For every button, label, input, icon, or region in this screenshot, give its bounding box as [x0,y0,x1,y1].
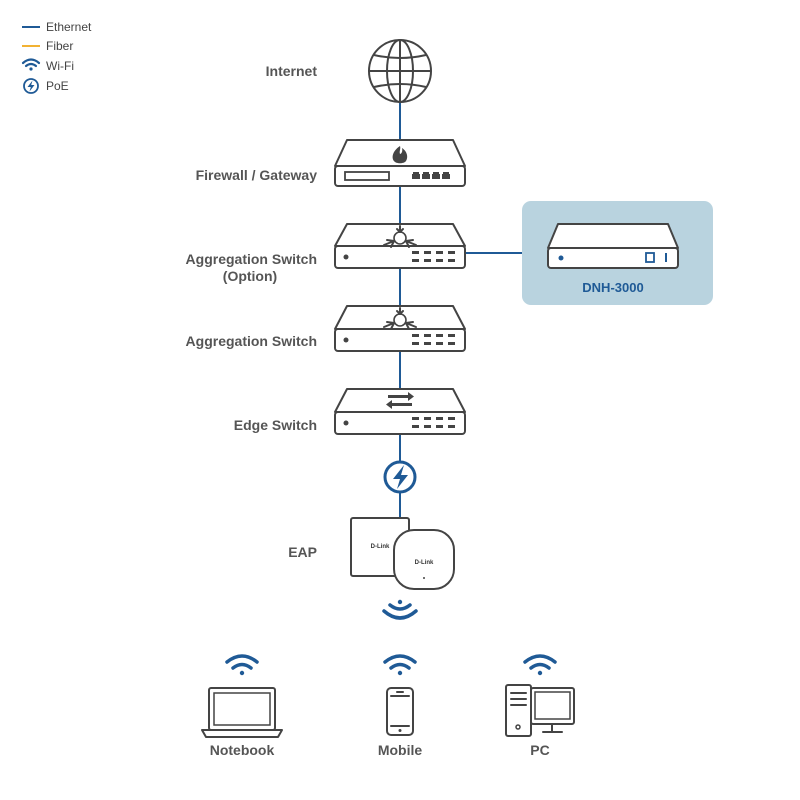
legend-wifi-label: Wi-Fi [46,59,74,73]
firewall-gateway-device [334,139,466,187]
power-led [343,337,349,343]
ceiling-access-point [393,529,455,590]
wifi-broadcast-icon [382,599,418,620]
aggregation-switch-device [334,305,466,352]
aggregation-switch-label: Aggregation Switch [186,333,317,349]
eap-device: D-Link D-Link [350,517,455,590]
dnh-power-led [558,255,564,261]
aggregation-switch-option-device [334,223,466,269]
wifi-icon [21,58,41,71]
edge-switch-label: Edge Switch [234,417,317,433]
wifi-icon [523,654,557,676]
dnh-port [645,252,655,263]
switch-ports [412,251,455,262]
power-led [343,420,349,426]
edge-switch-device [334,388,466,435]
firewall-ports [412,172,450,179]
legend-ethernet-label: Ethernet [46,20,92,34]
poe-badge-icon [383,460,417,494]
mobile-icon [386,687,414,736]
mobile-label: Mobile [378,742,423,758]
eap-label: EAP [288,544,317,560]
notebook-label: Notebook [210,742,275,758]
switch-ports [412,417,455,428]
aggregation-icon [393,231,407,245]
wifi-icon [225,654,259,676]
dnh-3000-label: DNH-3000 [582,280,643,295]
eap-brand-label-ceiling: D-Link [415,560,434,566]
legend: Ethernet Fiber Wi-Fi PoE [21,20,92,94]
power-led [343,254,349,260]
internet-label: Internet [266,63,318,79]
poe-icon [23,78,39,94]
pc-icon [505,684,575,737]
firewall-label: Firewall / Gateway [196,167,318,183]
aggregation-icon [393,313,407,327]
internet-globe-icon [368,39,432,103]
wifi-icon [383,654,417,676]
switch-ports [412,334,455,345]
switching-arrows-icon [386,392,414,409]
dnh-3000-device [547,223,679,269]
legend-poe-label: PoE [46,79,69,93]
notebook-icon [201,687,283,738]
fire-icon [392,146,408,164]
eap-brand-label-wall: D-Link [371,544,390,550]
dnh-3000-panel: DNH-3000 [522,201,713,305]
aggregation-switch-option-label: Aggregation Switch [186,251,317,267]
pc-label: PC [530,742,549,758]
aggregation-switch-option-sublabel: (Option) [223,268,277,284]
legend-fiber-label: Fiber [46,39,73,53]
firewall-display-slot [344,171,390,181]
